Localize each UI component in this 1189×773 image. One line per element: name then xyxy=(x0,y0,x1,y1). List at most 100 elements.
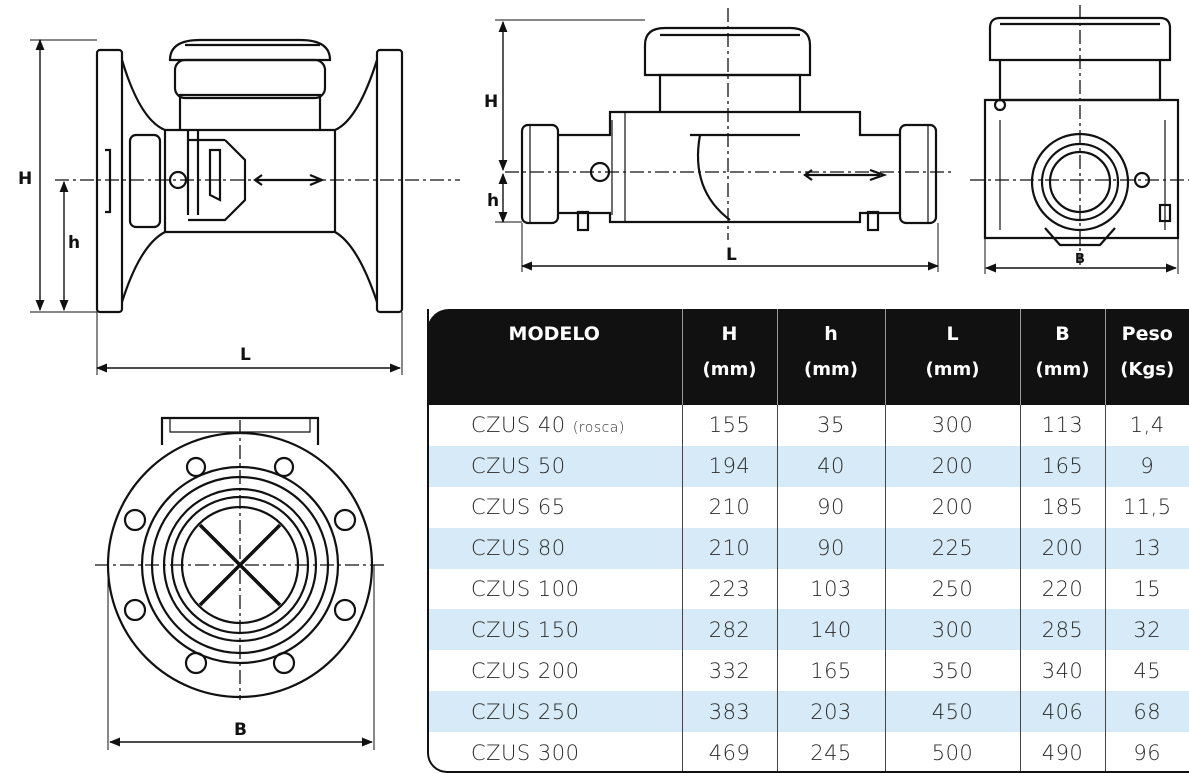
cell-H: 223 xyxy=(682,568,778,610)
model-cell: CZUS 65 xyxy=(427,486,683,528)
column-header-name: H xyxy=(721,323,738,345)
threaded-view-L-label: L xyxy=(726,245,737,265)
cell-h: 203 xyxy=(777,691,886,732)
column-header-unit: (mm) xyxy=(1035,359,1090,380)
flange-view-B-label: B xyxy=(234,720,247,740)
model-cell: CZUS 200 xyxy=(427,650,683,692)
cell-L: 225 xyxy=(885,527,1021,569)
model-name: CZUS 300 xyxy=(471,740,580,765)
cell-H: 282 xyxy=(682,609,778,651)
cell-h: 245 xyxy=(777,732,886,773)
model-name: CZUS 65 xyxy=(471,495,566,520)
cell-L: 250 xyxy=(885,568,1021,610)
cell-peso: 15 xyxy=(1133,576,1162,601)
cell-peso: 11,5 xyxy=(1122,495,1172,520)
cell-B: 200 xyxy=(1020,527,1106,569)
threaded-side-view xyxy=(495,8,955,272)
table-header: MODELO H (mm) h (mm) L (mm) B (mm) Peso (Kgs) xyxy=(427,309,1189,405)
column-header-0: MODELO xyxy=(427,309,683,405)
model-name: CZUS 250 xyxy=(471,699,580,724)
cell-B: 285 xyxy=(1020,609,1106,651)
column-header-unit: (Kgs) xyxy=(1120,359,1175,380)
cell-peso: 96 xyxy=(1133,740,1162,765)
cell-L: 200 xyxy=(885,445,1021,487)
cell-L: 300 xyxy=(885,405,1021,446)
column-header-5: Peso (Kgs) xyxy=(1105,309,1189,405)
side-view-H-label: H xyxy=(18,169,32,189)
cell-L: 300 xyxy=(885,609,1021,651)
cell-h: 103 xyxy=(777,568,886,610)
model-name: CZUS 150 xyxy=(471,617,580,642)
model-cell: CZUS 50 xyxy=(427,445,683,487)
model-cell: CZUS 80 xyxy=(427,527,683,569)
model-name: CZUS 40 xyxy=(471,413,566,438)
column-header-1: H (mm) xyxy=(682,309,778,405)
column-header-unit: (mm) xyxy=(702,359,757,380)
threaded-view-H-label: H xyxy=(484,92,498,112)
model-cell: CZUS 250 xyxy=(427,691,683,732)
cell-H: 155 xyxy=(682,405,778,446)
model-note: (rosca) xyxy=(572,420,625,437)
model-name: CZUS 50 xyxy=(471,454,566,479)
cell-h: 140 xyxy=(777,609,886,651)
model-cell: CZUS 40 (rosca) xyxy=(427,405,683,446)
column-header-name: B xyxy=(1055,323,1070,345)
cell-h: 40 xyxy=(777,445,886,487)
cell-L: 450 xyxy=(885,691,1021,732)
cell-B: 340 xyxy=(1020,650,1106,692)
spec-table: MODELO H (mm) h (mm) L (mm) B (mm) Peso (Kgs) CZUS… xyxy=(427,309,1189,773)
model-name: CZUS 200 xyxy=(471,658,580,683)
cell-B: 165 xyxy=(1020,445,1106,487)
cell-L: 500 xyxy=(885,732,1021,773)
column-header-3: L (mm) xyxy=(885,309,1021,405)
column-header-2: h (mm) xyxy=(777,309,886,405)
cell-H: 332 xyxy=(682,650,778,692)
flange-face-view xyxy=(95,416,385,750)
cell-B: 220 xyxy=(1020,568,1106,610)
column-header-unit: (mm) xyxy=(925,359,980,380)
model-cell: CZUS 150 xyxy=(427,609,683,651)
flanged-side-view xyxy=(30,38,460,375)
cell-L: 200 xyxy=(885,486,1021,528)
cell-peso: 13 xyxy=(1133,536,1162,561)
cell-H: 210 xyxy=(682,486,778,528)
cell-L: 350 xyxy=(885,650,1021,692)
cell-H: 469 xyxy=(682,732,778,773)
column-header-name: L xyxy=(946,323,959,345)
cell-peso: 32 xyxy=(1133,617,1162,642)
cell-B: 406 xyxy=(1020,691,1106,732)
model-name: CZUS 80 xyxy=(471,536,566,561)
column-header-4: B (mm) xyxy=(1020,309,1106,405)
model-cell: CZUS 100 xyxy=(427,568,683,610)
cell-h: 35 xyxy=(777,405,886,446)
cell-peso: 1,4 xyxy=(1129,413,1165,438)
cell-peso: 45 xyxy=(1133,658,1162,683)
cell-B: 113 xyxy=(1020,405,1106,446)
cell-peso: 9 xyxy=(1140,454,1155,479)
column-header-unit: (mm) xyxy=(804,359,858,380)
cell-B: 490 xyxy=(1020,732,1106,773)
threaded-end-B-label: B xyxy=(1075,252,1085,267)
column-header-name: Peso xyxy=(1121,323,1173,345)
cell-H: 383 xyxy=(682,691,778,732)
threaded-view-h-label: h xyxy=(487,191,499,211)
side-view-h-label: h xyxy=(68,233,80,253)
side-view-L-label: L xyxy=(240,345,251,365)
cell-peso: 68 xyxy=(1133,699,1162,724)
cell-h: 90 xyxy=(777,527,886,569)
column-header-name: h xyxy=(824,323,838,345)
cell-H: 210 xyxy=(682,527,778,569)
cell-H: 194 xyxy=(682,445,778,487)
model-cell: CZUS 300 xyxy=(427,732,683,773)
cell-B: 185 xyxy=(1020,486,1106,528)
